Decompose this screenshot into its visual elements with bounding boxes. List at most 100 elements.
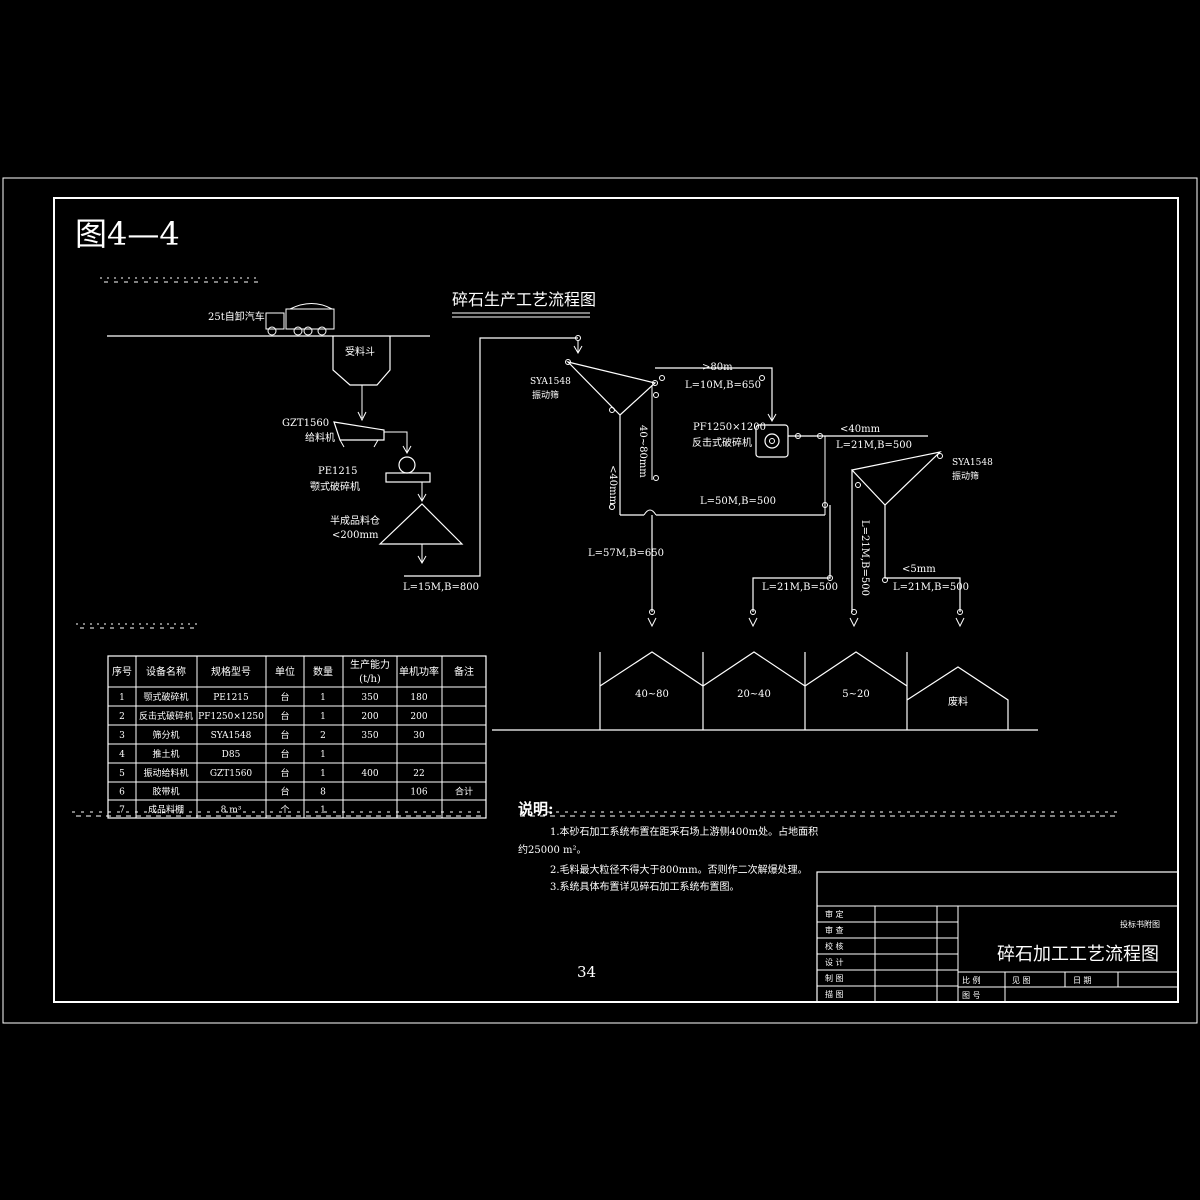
table-cell: 台: [280, 748, 289, 760]
equipment-table: [107, 655, 487, 819]
role-3: 设 计: [825, 957, 844, 967]
date-label: 日 期: [1073, 976, 1092, 985]
drawing-title: 碎石加工工艺流程图: [997, 944, 1159, 965]
semi-product-stockpile: [378, 503, 464, 545]
note-line-1: 1.本砂石加工系统布置在距采石场上游侧400m处。占地面积: [550, 825, 818, 838]
table-cell: 台: [280, 710, 289, 722]
table-cell: 台: [280, 691, 289, 703]
table-cell: 2: [320, 731, 326, 741]
table-cell: 个: [280, 805, 289, 816]
vibrating-screen-1: [565, 359, 658, 416]
lt40-vertical: <40mm: [607, 465, 618, 506]
th-4: 数量: [313, 665, 333, 678]
table-cell: PE1215: [213, 693, 249, 703]
table-grid-rows: [108, 686, 486, 801]
belt21-vertical: L=21M,B=500: [859, 520, 870, 596]
role-4: 制 图: [825, 973, 844, 983]
belt-21m-right: [884, 505, 961, 612]
table-cell: PF1250×1250: [198, 712, 264, 722]
role-1: 审 查: [825, 925, 844, 935]
impact-model: PF1250×1200: [693, 422, 766, 433]
vibrating-feeder: [333, 421, 385, 448]
stage-label: 投标书附图: [1120, 919, 1160, 929]
impact-name: 反击式破碎机: [692, 436, 752, 449]
th-7: 备注: [454, 665, 474, 678]
inner-border: [53, 197, 1179, 1003]
table-cell: 350: [361, 693, 378, 703]
jaw-model: PE1215: [318, 466, 357, 477]
belt-conveyor-1: [404, 337, 578, 577]
impact-crusher: [755, 424, 789, 458]
note-line-4: 3.系统具体布置详见碎石加工系统布置图。: [550, 880, 740, 893]
table-cell: 台: [280, 729, 289, 741]
th-5-sub: (t/h): [359, 674, 381, 685]
role-2: 校 核: [825, 941, 844, 951]
feeder-model: GZT1560: [282, 418, 329, 429]
table-cell: 1: [320, 693, 326, 703]
truck-label: 25t自卸汽车: [208, 310, 265, 323]
belt57-label: L=57M,B=650: [588, 548, 664, 559]
screen2-name: 振动筛: [952, 470, 979, 482]
table-cell: 30: [413, 731, 425, 741]
table-cell: 1: [320, 712, 326, 722]
belt-10m: [655, 367, 773, 420]
table-grid-cols: [135, 656, 443, 818]
table-cell: 台: [280, 786, 289, 798]
belt21-top-label: L=21M,B=500: [836, 440, 912, 451]
belt-21m-left: [752, 505, 831, 612]
table-cell: 振动给料机: [143, 767, 188, 779]
table-cell: 3: [119, 731, 125, 741]
size-40-80: 40~80mm: [637, 425, 648, 478]
outer-border: [2, 177, 1198, 1024]
note-line-2: 约25000 m²。: [518, 843, 586, 856]
belt1-label: L=15M,B=800: [403, 582, 479, 593]
table-cell: GZT1560: [210, 769, 253, 779]
table-cell: 胶带机: [152, 786, 179, 798]
table-cell: 2: [119, 712, 125, 722]
figure-label: 图4—4: [75, 215, 180, 253]
bin-label-2: 20~40: [737, 689, 771, 700]
feeder-to-jaw: [384, 431, 408, 452]
ground-hatch-mid: [76, 623, 200, 629]
table-cell: 筛分机: [152, 729, 179, 741]
storage-sheds: [492, 651, 1038, 731]
lt40-h: <40mm: [840, 424, 881, 435]
bin-label-3: 5~20: [842, 689, 869, 700]
table-cell: 合计: [455, 786, 473, 798]
th-1: 设备名称: [146, 665, 186, 678]
belt21-right-label: L=21M,B=500: [893, 582, 969, 593]
screen1-model: SYA1548: [530, 377, 571, 387]
table-cell: 8 m³: [221, 806, 242, 816]
table-cell: 106: [410, 788, 427, 798]
table-cell: 1: [320, 806, 326, 816]
notes-heading: 说明:: [518, 800, 554, 818]
title-block: [816, 871, 1179, 1003]
page-number: 34: [577, 963, 596, 981]
table-cell: 200: [410, 712, 427, 722]
lt5-label: <5mm: [902, 564, 936, 575]
ground-hatch-bottom: [72, 811, 1120, 817]
table-cell: 180: [410, 693, 427, 703]
feeder-name: 给料机: [305, 431, 335, 444]
table-cell: 成品料棚: [148, 804, 184, 816]
table-header: 序号 设备名称 规格型号 单位 数量 生产能力 (t/h) 单机功率 备注: [112, 658, 474, 685]
number-label: 图 号: [962, 991, 981, 1000]
table-cell: 推土机: [152, 748, 179, 760]
scale-label: 比 例: [962, 975, 981, 985]
role-5: 描 图: [825, 989, 844, 999]
jaw-name: 颚式破碎机: [310, 480, 360, 493]
table-cell: 200: [361, 712, 378, 722]
th-0: 序号: [112, 665, 132, 678]
table-cell: 1: [320, 769, 326, 779]
stock-name: 半成品料仓: [330, 514, 380, 527]
jaw-crusher: [385, 456, 431, 483]
vibrating-screen-2: [850, 450, 943, 506]
table-cell: 5: [119, 769, 125, 779]
table-cell: 8: [320, 788, 326, 798]
role-0: 审 定: [825, 909, 844, 919]
table-cell: 7: [119, 806, 125, 816]
ground-hatch-top: [100, 277, 262, 283]
diagram-title: 碎石生产工艺流程图: [452, 290, 596, 309]
